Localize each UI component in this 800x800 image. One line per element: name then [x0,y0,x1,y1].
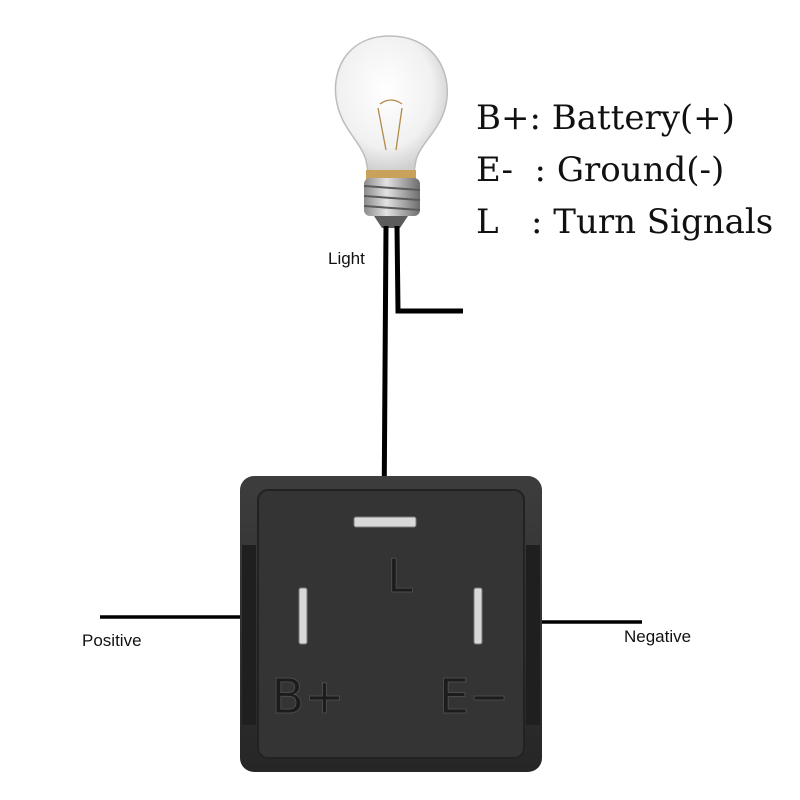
legend-battery: B+: Battery(+) [476,98,735,138]
l-terminal-pin [353,516,417,528]
light-wire [381,225,389,521]
relay-face [257,489,525,759]
legend-turn-signals: L : Turn Signals [476,202,774,242]
light-bulb [334,35,448,228]
negative-label: Negative [624,627,692,646]
legend-ground: E- : Ground(-) [476,150,725,190]
bulb-neck [366,170,416,180]
bulb-filament [377,99,403,151]
terminal-l-marking: L [387,549,413,603]
terminal-legend: B+: Battery(+) E- : Ground(-) L : Turn S… [476,92,773,248]
e-terminal-pin [473,587,483,645]
light-label: Light [328,249,365,268]
flasher-relay: L B+ E− [240,476,542,772]
bulb-glass [334,35,448,173]
ground-wire-stub [394,225,463,314]
terminal-b-marking: B+ [271,669,344,725]
bulb-base [363,178,421,228]
positive-label: Positive [82,631,142,650]
terminal-e-marking: E− [439,669,510,725]
b-terminal-pin [298,587,308,645]
